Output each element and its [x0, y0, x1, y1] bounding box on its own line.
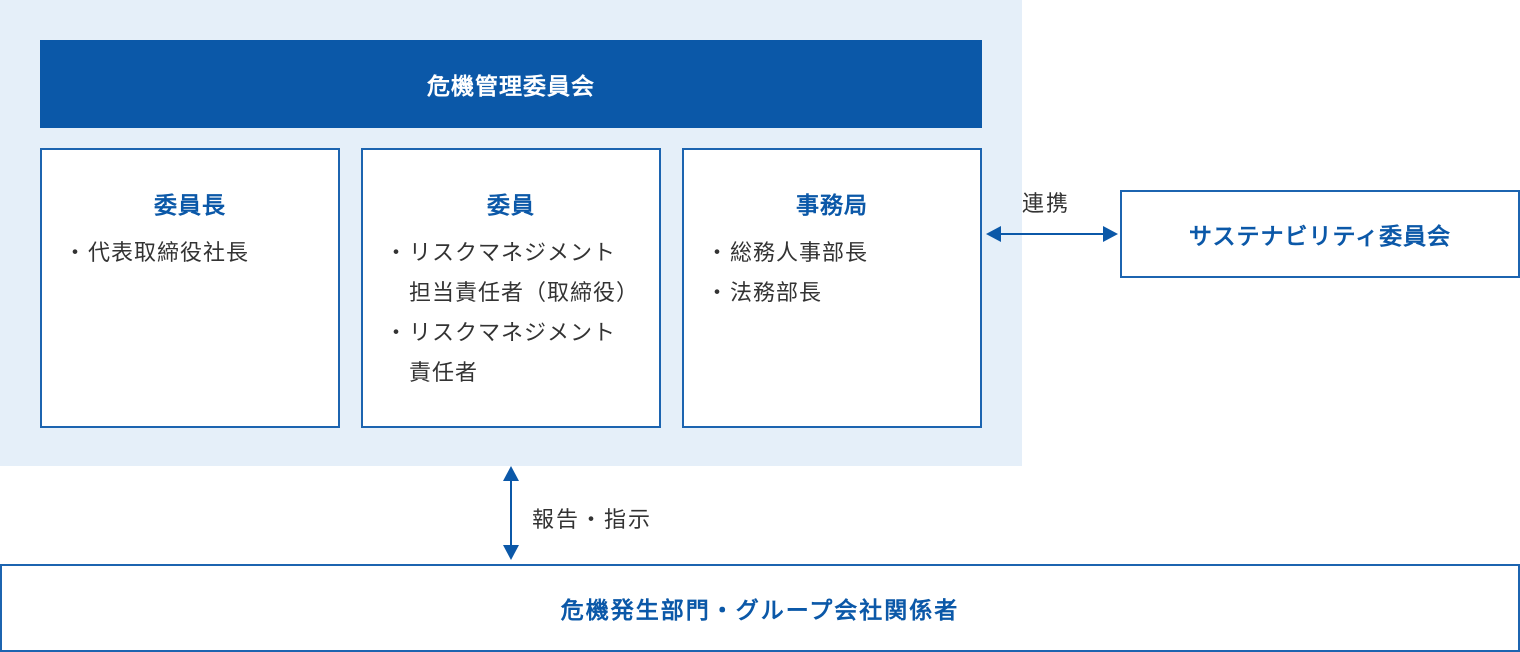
link-arrow	[986, 226, 1118, 242]
members-box: 委員 リスクマネジメント 担当責任者（取締役） リスクマネジメント 責任者	[361, 148, 661, 428]
members-list: リスクマネジメント 担当責任者（取締役） リスクマネジメント 責任者	[385, 234, 639, 394]
members-title: 委員	[487, 193, 535, 219]
incident-departments-box: 危機発生部門・グループ会社関係者	[0, 564, 1520, 652]
chairman-list: 代表取締役社長	[64, 234, 249, 274]
secretariat-box: 事務局 総務人事部長 法務部長	[682, 148, 982, 428]
secretariat-title: 事務局	[796, 193, 868, 219]
link-label: 連携	[1022, 192, 1071, 217]
incident-departments-label: 危機発生部門・グループ会社関係者	[560, 598, 960, 624]
committee-title: 危機管理委員会	[40, 40, 982, 128]
report-arrow	[503, 466, 519, 560]
list-item: 代表取締役社長	[64, 234, 249, 274]
list-item: 法務部長	[706, 274, 868, 314]
secretariat-list: 総務人事部長 法務部長	[706, 234, 868, 314]
report-label: 報告・指示	[532, 508, 653, 533]
chairman-title: 委員長	[154, 193, 226, 219]
chairman-box: 委員長 代表取締役社長	[40, 148, 340, 428]
sustainability-committee-box: サステナビリティ委員会	[1120, 190, 1520, 278]
sustainability-committee-label: サステナビリティ委員会	[1188, 224, 1452, 250]
list-item: 総務人事部長	[706, 234, 868, 274]
list-item: リスクマネジメント 担当責任者（取締役）	[385, 234, 639, 314]
list-item: リスクマネジメント 責任者	[385, 314, 639, 394]
